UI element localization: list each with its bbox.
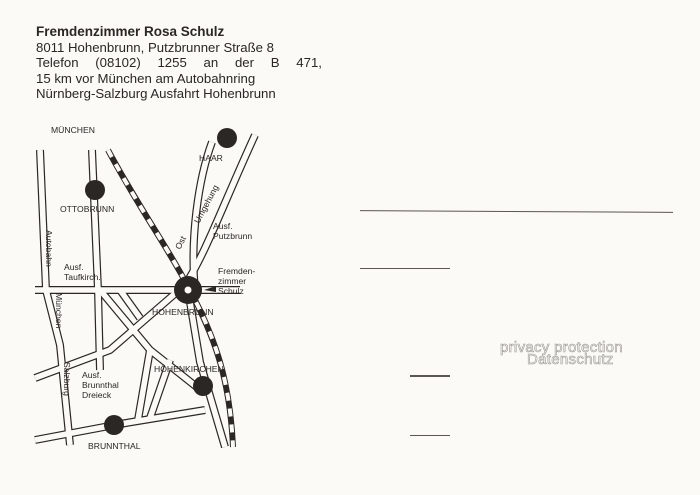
label-autobahn: Autobahn — [44, 230, 54, 267]
word-der: der — [234, 55, 255, 70]
label-ausf-brunnthal-2: Brunnthal — [82, 380, 119, 390]
phone-word: Telefon — [36, 55, 79, 70]
label-muenchen-road: München — [54, 293, 64, 329]
address-line-rule-2 — [360, 268, 450, 269]
label-brunnthal: BRUNNTHAL — [88, 441, 141, 451]
phone-number: 1255 — [157, 55, 187, 70]
address-line-4: Nürnberg-Salzburg Ausfahrt Hohenbrunn — [36, 86, 276, 101]
label-muenchen: MÜNCHEN — [51, 125, 95, 135]
town-dot-haar — [217, 128, 237, 148]
pointer-arrow-icon — [204, 286, 216, 292]
watermark-line-1: privacy protection — [500, 339, 623, 357]
sender-address: Fremdenzimmer Rosa Schulz 8011 Hohenbrun… — [36, 24, 322, 102]
phone-area: (08102) — [95, 55, 141, 70]
address-line-1: 8011 Hohenbrunn, Putzbrunner Straße 8 — [36, 39, 275, 55]
label-haar: HAAR — [199, 153, 223, 163]
address-line-rule-4 — [410, 435, 450, 436]
address-title: Fremdenzimmer Rosa Schulz — [36, 24, 225, 39]
town-dot-hoehenkirchen — [193, 376, 213, 396]
label-ausf-putzbrunn-1: Ausf. — [213, 221, 233, 231]
road-number: 471, — [296, 55, 322, 70]
label-ausf-taufkirch-2: Taufkirch. — [64, 272, 101, 282]
label-fremdenzimmer-3: Schulz — [218, 286, 244, 296]
label-fremdenzimmer-1: Fremden- — [218, 266, 255, 276]
label-ausf-brunnthal-1: Ausf. — [82, 370, 102, 380]
town-dot-ottobrunn — [85, 180, 105, 200]
label-salzburg: Salzburg — [62, 362, 72, 396]
label-ost: Ost — [173, 234, 188, 251]
label-hohenbrunn: HOHENBRUNN — [152, 307, 214, 317]
label-hoehenkirchen: HÖHENKIRCHEN — [154, 364, 224, 374]
address-line-rule-3 — [410, 375, 450, 377]
hohenbrunn-marker — [174, 276, 216, 304]
label-ausf-brunnthal-3: Dreieck — [82, 390, 112, 400]
label-fremdenzimmer-2: zimmer — [218, 276, 246, 286]
town-dot-brunnthal — [104, 415, 124, 435]
word-b: B — [270, 55, 280, 70]
watermark-line-2: Datenschutz — [527, 351, 614, 369]
address-line-2: Telefon (08102) 1255 an der B 471, — [36, 55, 322, 71]
address-line-3: 15 km vor München am Autobahnring — [36, 70, 256, 86]
word-an: an — [203, 55, 219, 70]
label-ottobrunn: OTTOBRUNN — [60, 204, 114, 214]
label-ausf-putzbrunn-2: Putzbrunn — [213, 231, 252, 241]
label-ausf-taufkirch-1: Ausf. — [64, 262, 84, 272]
